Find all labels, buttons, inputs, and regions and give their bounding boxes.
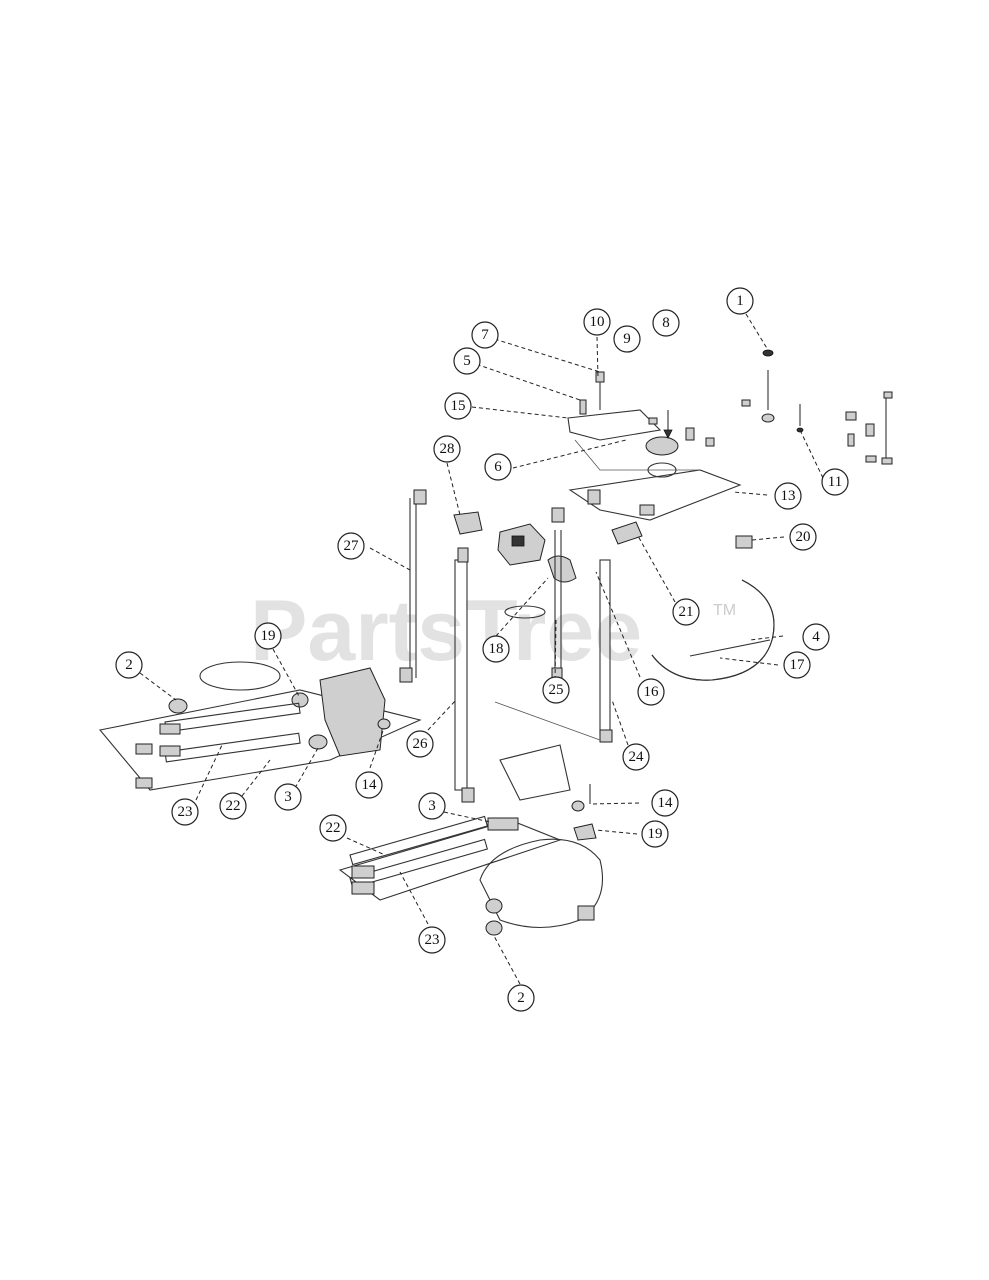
callout-6-label: 6: [494, 459, 502, 475]
callout-17-label: 17: [790, 657, 806, 673]
watermark-text: PartsTree: [250, 583, 642, 679]
callout-25[interactable]: 25: [542, 676, 570, 704]
callout-24-label: 24: [629, 749, 645, 765]
callout-22-left[interactable]: 22: [219, 792, 247, 820]
callout-9[interactable]: 9: [613, 325, 641, 353]
callout-24[interactable]: 24: [622, 743, 650, 771]
callout-27[interactable]: 27: [337, 532, 365, 560]
callout-19-left-label: 19: [261, 628, 276, 644]
callout-11-label: 11: [828, 474, 842, 490]
callout-18-label: 18: [489, 641, 504, 657]
callout-14-left[interactable]: 14: [355, 771, 383, 799]
callout-1[interactable]: 1: [726, 287, 754, 315]
callout-5-label: 5: [463, 353, 471, 369]
callout-22-lower[interactable]: 22: [319, 814, 347, 842]
callout-3-left[interactable]: 3: [274, 783, 302, 811]
callout-2-bottom-label: 2: [517, 990, 525, 1006]
callout-5[interactable]: 5: [453, 347, 481, 375]
callout-16-label: 16: [644, 684, 660, 700]
callout-4[interactable]: 4: [802, 623, 830, 651]
watermark: PartsTree TM: [250, 583, 736, 679]
callout-22-lower-label: 22: [326, 820, 341, 836]
callout-2-left[interactable]: 2: [115, 651, 143, 679]
callout-16[interactable]: 16: [637, 678, 665, 706]
callout-13-label: 13: [781, 488, 796, 504]
callout-22-left-label: 22: [226, 798, 241, 814]
callout-23-left[interactable]: 23: [171, 798, 199, 826]
callout-2-bottom[interactable]: 2: [507, 984, 535, 1012]
callout-balloons: 1 2 2 3 3 4 5 6 7 8 9 10 11 13 14 14 15 …: [115, 287, 849, 1012]
callout-15-label: 15: [451, 398, 466, 414]
callout-3-left-label: 3: [284, 789, 292, 805]
callout-2-left-label: 2: [125, 657, 133, 673]
callout-1-label: 1: [736, 293, 744, 309]
callout-4-label: 4: [812, 629, 820, 645]
callout-10[interactable]: 10: [583, 308, 611, 336]
callout-21[interactable]: 21: [672, 598, 700, 626]
callout-18[interactable]: 18: [482, 635, 510, 663]
callout-23-lower[interactable]: 23: [418, 926, 446, 954]
callout-20-label: 20: [796, 529, 811, 545]
callout-8[interactable]: 8: [652, 309, 680, 337]
callout-7-label: 7: [481, 327, 489, 343]
callout-26[interactable]: 26: [406, 730, 434, 758]
callout-6[interactable]: 6: [484, 453, 512, 481]
callout-23-left-label: 23: [178, 804, 193, 820]
callout-15[interactable]: 15: [444, 392, 472, 420]
callout-14-lower[interactable]: 14: [651, 789, 679, 817]
callout-20[interactable]: 20: [789, 523, 817, 551]
callout-14-left-label: 14: [362, 777, 378, 793]
callout-3-lower-label: 3: [428, 798, 436, 814]
left-pump-assembly: [98, 661, 422, 791]
callout-8-label: 8: [662, 315, 670, 331]
callout-10-label: 10: [590, 314, 605, 330]
leader-lines: [139, 313, 824, 985]
callout-9-label: 9: [623, 331, 631, 347]
callout-25-label: 25: [549, 682, 564, 698]
lower-pump-assembly: [338, 701, 604, 936]
callout-7[interactable]: 7: [471, 321, 499, 349]
callout-3-lower[interactable]: 3: [418, 792, 446, 820]
callout-14-lower-label: 14: [658, 795, 674, 811]
watermark-trademark: TM: [713, 602, 736, 619]
callout-26-label: 26: [413, 736, 429, 752]
callout-13[interactable]: 13: [774, 482, 802, 510]
callout-19-lower-label: 19: [648, 826, 663, 842]
callout-28[interactable]: 28: [433, 435, 461, 463]
callout-11[interactable]: 11: [821, 468, 849, 496]
mounting-plate-assembly: [567, 349, 893, 521]
callout-27-label: 27: [344, 538, 360, 554]
callout-19-left[interactable]: 19: [254, 622, 282, 650]
callout-19-lower[interactable]: 19: [641, 820, 669, 848]
callout-21-label: 21: [679, 604, 694, 620]
filter-assembly: [453, 489, 753, 619]
callout-23-lower-label: 23: [425, 932, 440, 948]
callout-28-label: 28: [440, 441, 455, 457]
callout-17[interactable]: 17: [783, 651, 811, 679]
